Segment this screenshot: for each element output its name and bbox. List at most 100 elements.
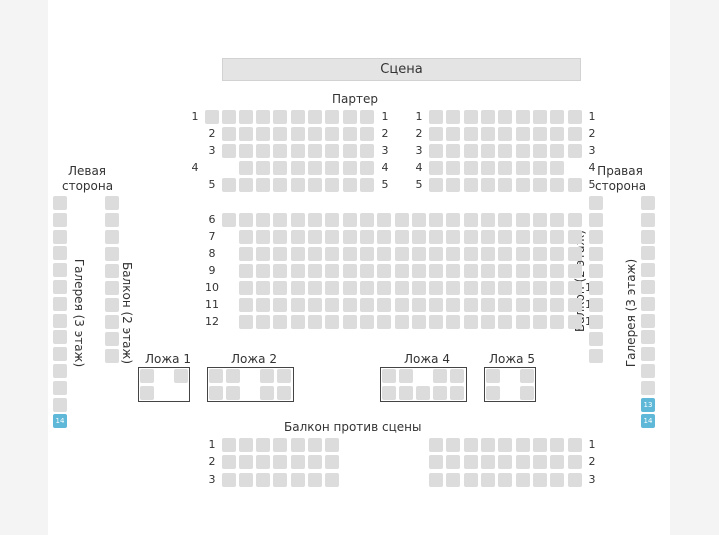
seat[interactable] [516, 315, 530, 329]
seat[interactable] [395, 247, 409, 261]
seat[interactable] [429, 247, 443, 261]
seat[interactable] [516, 110, 530, 124]
gallery-left-seat[interactable] [53, 380, 67, 395]
seat[interactable] [325, 281, 339, 295]
balcony-opposite-seat[interactable] [533, 473, 547, 487]
seat[interactable] [464, 230, 478, 244]
seat[interactable] [550, 161, 564, 175]
gallery-left-seat[interactable] [53, 246, 67, 261]
seat[interactable] [308, 110, 322, 124]
seat[interactable] [464, 178, 478, 192]
seat[interactable] [568, 315, 582, 329]
seat[interactable] [429, 110, 443, 124]
seat[interactable] [273, 281, 287, 295]
gallery-right-seat[interactable] [641, 330, 655, 345]
seat[interactable] [377, 315, 391, 329]
seat[interactable] [291, 315, 305, 329]
seat[interactable] [239, 110, 253, 124]
seat[interactable] [516, 298, 530, 312]
seat[interactable] [256, 298, 270, 312]
seat[interactable] [395, 264, 409, 278]
seat[interactable] [412, 247, 426, 261]
seat[interactable] [429, 230, 443, 244]
seat[interactable] [498, 264, 512, 278]
seat[interactable] [498, 298, 512, 312]
loge-seat[interactable] [416, 386, 430, 400]
loge-seat[interactable] [399, 386, 413, 400]
seat[interactable] [273, 144, 287, 158]
seat[interactable] [291, 127, 305, 141]
seat[interactable] [550, 264, 564, 278]
seat[interactable] [412, 315, 426, 329]
seat[interactable] [343, 110, 357, 124]
seat[interactable] [429, 315, 443, 329]
seat[interactable] [256, 144, 270, 158]
loge-seat[interactable] [382, 369, 396, 383]
seat[interactable] [291, 298, 305, 312]
loge-seat[interactable] [277, 369, 291, 383]
seat[interactable] [360, 110, 374, 124]
seat[interactable] [498, 161, 512, 175]
seat[interactable] [222, 110, 236, 124]
seat[interactable] [429, 161, 443, 175]
seat[interactable] [498, 247, 512, 261]
seat[interactable] [429, 281, 443, 295]
gallery-right-seat[interactable] [641, 280, 655, 294]
seat[interactable] [429, 127, 443, 141]
seat[interactable] [464, 213, 478, 227]
balcony-opposite-seat[interactable] [273, 455, 287, 469]
gallery-left-seat[interactable] [53, 397, 67, 412]
loge-seat[interactable] [174, 369, 188, 383]
balcony-opposite-seat[interactable] [222, 473, 236, 487]
balcony-left-seat[interactable] [105, 298, 119, 312]
seat[interactable] [498, 315, 512, 329]
seat[interactable] [239, 144, 253, 158]
seat[interactable] [239, 315, 253, 329]
seat[interactable] [343, 127, 357, 141]
seat[interactable] [360, 144, 374, 158]
seat[interactable] [308, 213, 322, 227]
loge-seat[interactable] [226, 386, 240, 400]
seat[interactable] [568, 264, 582, 278]
balcony-opposite-seat[interactable] [498, 438, 512, 452]
seat[interactable] [395, 213, 409, 227]
gallery-left-free-seat[interactable]: 14 [53, 414, 67, 429]
gallery-right-seat[interactable] [641, 229, 655, 244]
seat[interactable] [273, 315, 287, 329]
gallery-left-seat[interactable] [53, 196, 67, 210]
seat[interactable] [429, 264, 443, 278]
seat[interactable] [498, 281, 512, 295]
seat[interactable] [446, 144, 460, 158]
seat[interactable] [360, 178, 374, 192]
seat[interactable] [568, 178, 582, 192]
seat[interactable] [256, 161, 270, 175]
seat[interactable] [533, 315, 547, 329]
seat[interactable] [412, 298, 426, 312]
balcony-left-seat[interactable] [105, 332, 119, 346]
balcony-right-seat[interactable] [589, 213, 603, 227]
loge-seat[interactable] [450, 369, 464, 383]
seat[interactable] [239, 213, 253, 227]
seat[interactable] [498, 144, 512, 158]
seat[interactable] [481, 178, 495, 192]
loge-seat[interactable] [382, 386, 396, 400]
balcony-opposite-seat[interactable] [481, 473, 495, 487]
balcony-opposite-seat[interactable] [568, 455, 582, 469]
seat[interactable] [325, 230, 339, 244]
seat[interactable] [291, 161, 305, 175]
seat[interactable] [446, 161, 460, 175]
balcony-opposite-seat[interactable] [429, 438, 443, 452]
balcony-opposite-seat[interactable] [516, 438, 530, 452]
balcony-opposite-seat[interactable] [222, 438, 236, 452]
seat[interactable] [446, 127, 460, 141]
balcony-opposite-seat[interactable] [533, 455, 547, 469]
seat[interactable] [308, 281, 322, 295]
balcony-opposite-seat[interactable] [256, 438, 270, 452]
seat[interactable] [325, 110, 339, 124]
seat[interactable] [256, 264, 270, 278]
gallery-right-free-seat[interactable]: 13 [641, 397, 655, 412]
balcony-opposite-seat[interactable] [464, 473, 478, 487]
seat[interactable] [412, 281, 426, 295]
seat[interactable] [343, 298, 357, 312]
balcony-opposite-seat[interactable] [481, 438, 495, 452]
